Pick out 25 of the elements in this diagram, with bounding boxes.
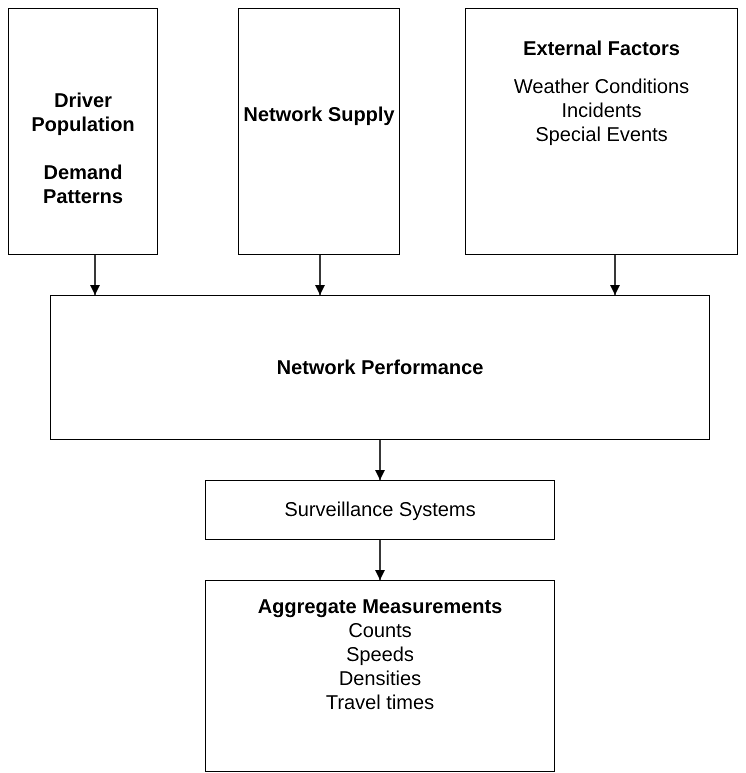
- process-box: [205, 580, 555, 772]
- body-text: Speeds: [346, 643, 414, 667]
- arrow: [375, 540, 385, 580]
- body-text: Densities: [338, 667, 422, 691]
- process-box: [205, 480, 555, 540]
- body-text: Weather Conditions: [514, 75, 690, 99]
- heading-text: Driver Population: [30, 89, 136, 137]
- heading-text: Aggregate Measurements: [258, 595, 502, 619]
- process-box: [465, 8, 738, 255]
- arrow: [610, 255, 620, 295]
- process-box: [8, 8, 158, 255]
- body-text: Incidents: [561, 99, 642, 123]
- arrow: [375, 440, 385, 480]
- body-text: Travel times: [326, 691, 434, 715]
- heading-text: Network Supply: [243, 103, 395, 127]
- heading-text: Network Performance: [276, 356, 484, 380]
- arrow: [315, 255, 325, 295]
- process-box: [238, 8, 400, 255]
- heading-text: External Factors: [523, 37, 680, 61]
- body-text: Counts: [348, 619, 412, 643]
- arrow: [90, 255, 100, 295]
- body-text: Surveillance Systems: [284, 498, 476, 522]
- process-box: [50, 295, 710, 440]
- body-text: Special Events: [535, 123, 668, 147]
- heading-text: Demand Patterns: [42, 161, 124, 209]
